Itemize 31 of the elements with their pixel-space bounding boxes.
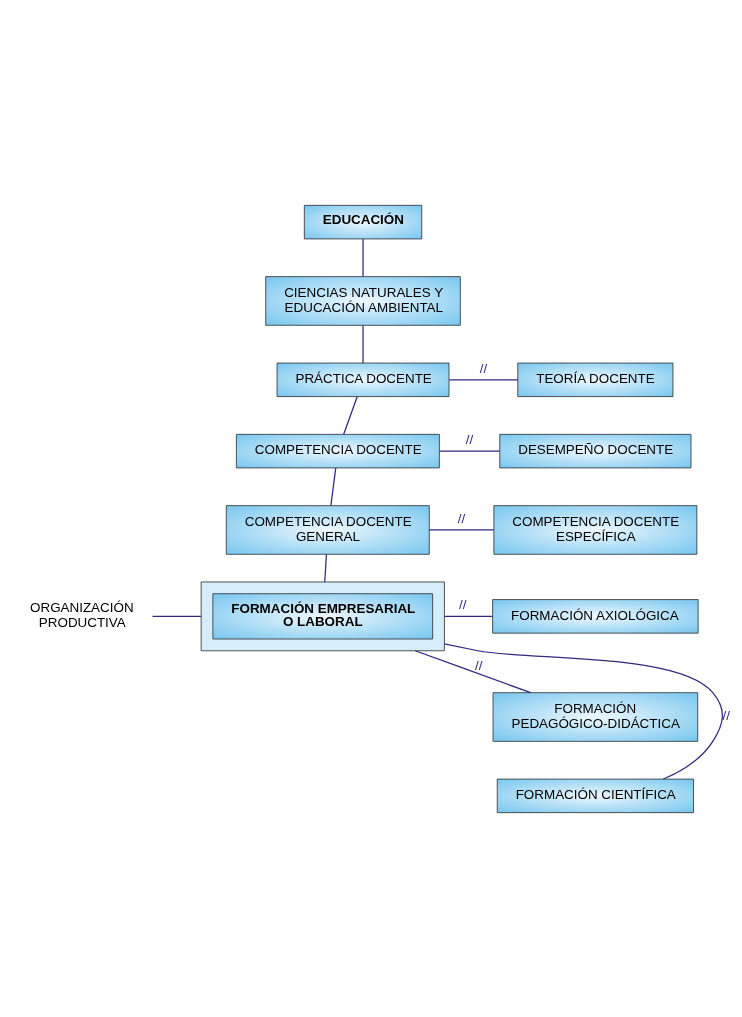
node-box: COMPETENCIA DOCENTE [235, 433, 440, 468]
node-box: FORMACIÓN AXIOLÓGICA [492, 598, 699, 634]
connector [443, 642, 724, 780]
cluster [200, 581, 445, 651]
connector [324, 553, 328, 583]
connector [330, 466, 337, 506]
node-box: DESEMPEÑO DOCENTE [499, 433, 692, 468]
edge-label: // [475, 657, 483, 673]
edge-label: // [465, 431, 474, 447]
connector [428, 528, 495, 531]
node-box: FORMACIÓN PEDAGÓGICO-DIDÁCTICA [492, 691, 699, 742]
node-box: COMPETENCIA DOCENTE ESPECÍFICA [493, 504, 698, 555]
node-box: TEORÍA DOCENTE [517, 362, 674, 397]
edge-label: // [479, 360, 488, 376]
connector [439, 450, 500, 452]
connector [343, 395, 358, 435]
node-box: COMPETENCIA DOCENTE GENERAL [225, 504, 430, 555]
connector [362, 237, 364, 277]
node-text: ORGANIZACIÓN PRODUCTIVA [30, 599, 134, 630]
connector [362, 324, 364, 363]
node-box: CIENCIAS NATURALES Y EDUCACIÓN AMBIENTAL [265, 275, 461, 326]
connector [443, 615, 494, 617]
node-box: PRÁCTICA DOCENTE [276, 362, 450, 397]
edge-label: // [458, 596, 467, 612]
connector [151, 615, 202, 617]
node-box: FORMACIÓN CIENTÍFICA [496, 778, 694, 813]
node-box: FORMACIÓN EMPRESARIAL O LABORAL [212, 592, 434, 639]
edge-label: // [457, 510, 466, 526]
connector [448, 378, 519, 380]
node-box: EDUCACIÓN [303, 204, 423, 239]
connector [414, 649, 532, 693]
